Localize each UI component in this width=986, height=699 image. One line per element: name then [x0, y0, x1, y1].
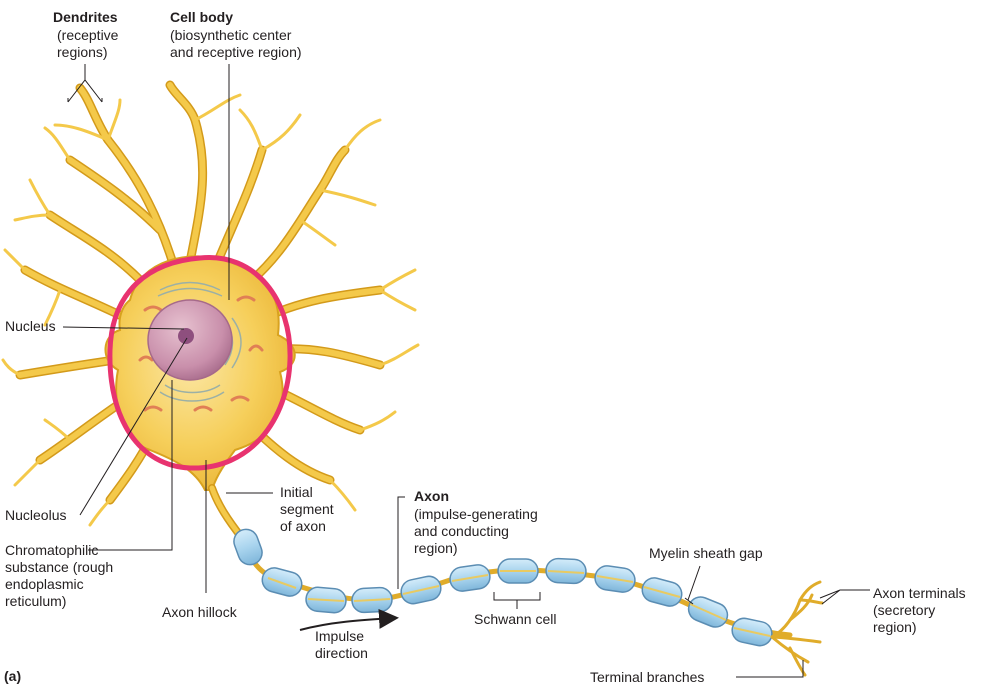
dendrites-title: Dendrites [53, 9, 118, 25]
chromatophilic-substance [138, 295, 264, 412]
axon-hillock-label: Axon hillock [162, 604, 237, 620]
nucleolus-label: Nucleolus [5, 507, 67, 523]
axon-description: (impulse-generating and conducting regio… [414, 506, 538, 556]
nucleolus [178, 328, 194, 344]
myelin-sheath-gap-label: Myelin sheath gap [649, 545, 763, 561]
endoplasmic-reticulum [157, 281, 242, 402]
terminal-branches-label: Terminal branches [590, 669, 705, 685]
chromatophilic-substance-label: Chromatophilic substance (rough endoplas… [5, 542, 114, 609]
panel-label: (a) [4, 668, 22, 684]
terminal-branches [770, 580, 824, 677]
schwann-cell-label: Schwann cell [474, 611, 557, 627]
axon-title: Axon [414, 488, 449, 504]
cell-body-description: (biosynthetic center and receptive regio… [170, 27, 302, 60]
impulse-direction-arrow [299, 608, 399, 631]
impulse-direction-label: Impulse direction [315, 628, 368, 661]
initial-segment-label: Initial segment of axon [280, 484, 334, 534]
dendrites-description: (receptive regions) [57, 27, 119, 60]
cell-body-title: Cell body [170, 9, 234, 25]
nucleus-label: Nucleus [5, 318, 56, 334]
axon-terminals-label: Axon terminals (secretory region) [873, 585, 966, 635]
cell-body-highlight [107, 255, 293, 471]
leader-lines [62, 64, 870, 678]
